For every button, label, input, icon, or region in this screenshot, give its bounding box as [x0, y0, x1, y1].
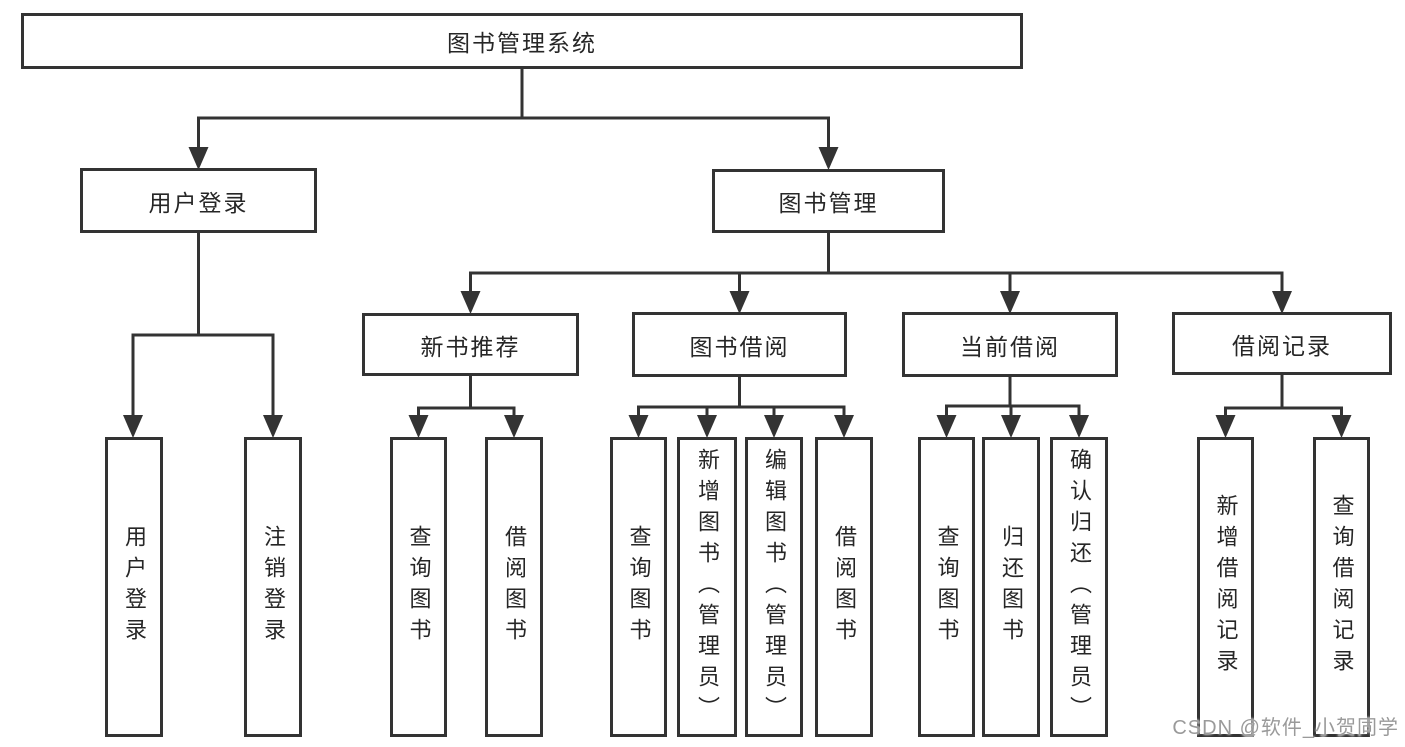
- node-borrow-records: 借阅记录: [1172, 312, 1392, 375]
- arrowhead-icon: [729, 291, 750, 314]
- leaf-user-login: 用户登录: [105, 437, 163, 737]
- arrowhead-icon: [263, 415, 283, 438]
- leaf-query-borrow-record: 查询借阅记录: [1313, 437, 1370, 737]
- leaf-confirm-return-admin: 确认归还（管理员）: [1050, 437, 1108, 737]
- leaf-query-books-1: 查询图书: [390, 437, 447, 737]
- leaf-add-books-admin: 新增图书（管理员）: [677, 437, 737, 737]
- leaf-query-books-2: 查询图书: [610, 437, 667, 737]
- csdn-watermark: CSDN @软件_小贺同学: [1172, 717, 1399, 739]
- arrowhead-icon: [818, 147, 839, 170]
- arrowhead-icon: [504, 415, 524, 438]
- leaf-query-books-3: 查询图书: [918, 437, 975, 737]
- leaf-edit-books-admin: 编辑图书（管理员）: [745, 437, 803, 737]
- node-book-management: 图书管理: [712, 169, 945, 233]
- node-root-library-system: 图书管理系统: [21, 13, 1023, 69]
- arrowhead-icon: [1001, 415, 1021, 438]
- arrowhead-icon: [764, 415, 784, 438]
- arrowhead-icon: [1215, 415, 1236, 438]
- arrowhead-icon: [1272, 291, 1292, 314]
- arrowhead-icon: [1331, 415, 1352, 438]
- leaf-logout: 注销登录: [244, 437, 302, 737]
- arrowhead-icon: [460, 291, 481, 314]
- arrowhead-icon: [1069, 415, 1089, 438]
- leaf-add-borrow-record: 新增借阅记录: [1197, 437, 1254, 737]
- arrowhead-icon: [123, 415, 143, 438]
- node-book-borrow: 图书借阅: [632, 312, 847, 377]
- node-current-borrow: 当前借阅: [902, 312, 1118, 377]
- leaf-return-books: 归还图书: [982, 437, 1040, 737]
- arrowhead-icon: [628, 415, 649, 438]
- arrowhead-icon: [834, 415, 854, 438]
- arrowhead-icon: [408, 415, 429, 438]
- node-new-book-recommend: 新书推荐: [362, 313, 579, 376]
- leaf-borrow-books-2: 借阅图书: [815, 437, 873, 737]
- arrowhead-icon: [1000, 291, 1020, 314]
- leaf-borrow-books-1: 借阅图书: [485, 437, 543, 737]
- node-user-login: 用户登录: [80, 168, 317, 233]
- arrowhead-icon: [188, 147, 209, 170]
- arrowhead-icon: [697, 415, 717, 438]
- arrowhead-icon: [936, 415, 957, 438]
